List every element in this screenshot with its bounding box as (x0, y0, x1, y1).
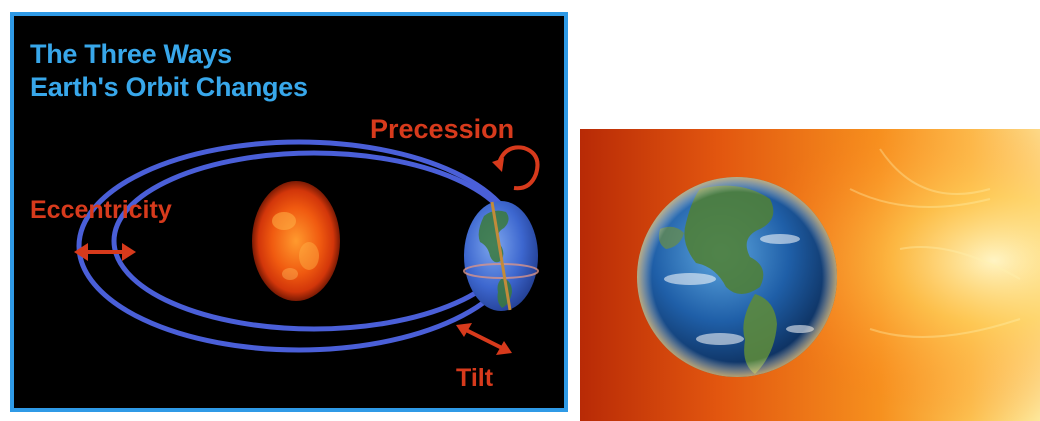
tilt-label: Tilt (456, 364, 494, 392)
diagram-title-line1: The Three Ways (30, 39, 232, 69)
earth-icon (463, 201, 539, 311)
precession-label: Precession (370, 114, 515, 144)
sun-icon (252, 181, 340, 301)
eccentricity-arrow-icon (74, 243, 136, 261)
diagram-title: The Three Ways Earth's Orbit Changes (30, 38, 308, 104)
tilt-arrow-icon (456, 323, 512, 355)
earth-sun-photo (580, 129, 1040, 421)
orbit-diagram: The Three Ways Earth's Orbit Changes Pre… (10, 12, 568, 412)
diagram-title-line2: Earth's Orbit Changes (30, 72, 308, 102)
eccentricity-label: Eccentricity (30, 196, 172, 224)
precession-arrow-icon (492, 145, 540, 191)
earth-globe (637, 177, 837, 377)
earth-sun-illustration (580, 129, 1040, 421)
orbit-diagram-graphic (74, 139, 540, 355)
